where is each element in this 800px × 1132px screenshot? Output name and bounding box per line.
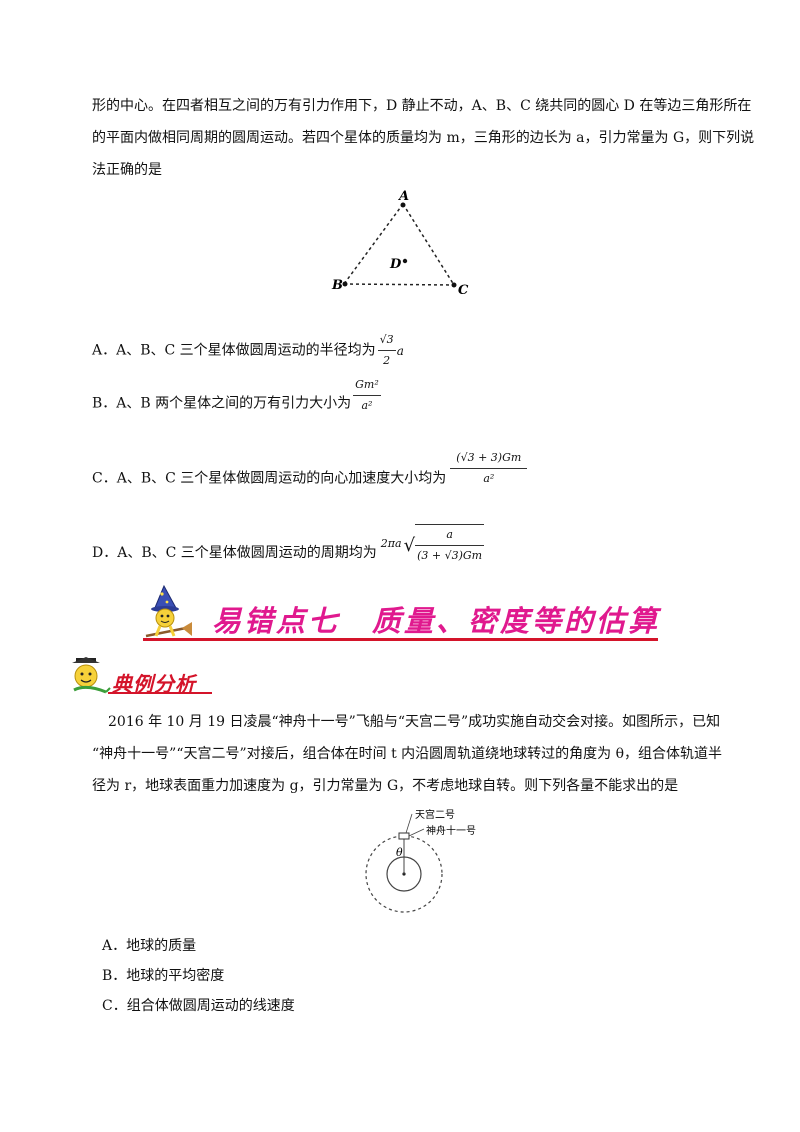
option-c-fraction: (√3 + 3)Gm a²	[450, 448, 528, 489]
option-b-numerator: Gm²	[353, 375, 381, 396]
problem1-line-1: 形的中心。在四者相互之间的万有引力作用下，D 静止不动，A、B、C 绕共同的圆心…	[92, 98, 752, 114]
theta-label: θ	[396, 846, 403, 859]
option-d-denominator: (3 + √3)Gm	[417, 549, 483, 562]
star-c-dot	[451, 282, 457, 288]
wizard-mascot-icon	[145, 584, 192, 638]
option-b-fraction: Gm² a²	[353, 375, 381, 416]
label-tiangong: 天宫二号	[415, 808, 455, 821]
edge-bc	[343, 283, 455, 286]
option-d-prefix: 2πa	[380, 537, 402, 550]
star-a-dot	[400, 202, 406, 208]
option-a-tail: a	[396, 343, 404, 358]
problem1-line-2: 的平面内做相同周期的圆周运动。若四个星体的质量均为 m，三角形的边长为 a，引力…	[92, 130, 755, 146]
label-a: A	[397, 189, 409, 204]
sqrt-sign: √	[403, 535, 416, 556]
option-c-denominator: a²	[483, 472, 495, 485]
option-c-numerator: (√3 + 3)Gm	[450, 448, 528, 469]
option-d-fraction: a (3 + √3)Gm	[415, 524, 485, 566]
option-b-denominator: a²	[361, 399, 373, 412]
section-underline	[108, 692, 212, 694]
star-b-dot	[342, 281, 348, 287]
label-b: B	[331, 278, 343, 293]
star-d-dot	[402, 258, 408, 264]
label-d: D	[389, 257, 402, 272]
problem2-line-3: 径为 r，地球表面重力加速度为 g，引力常量为 G，不考虑地球自转。则下列各量不…	[92, 778, 679, 794]
problem1-line-3: 法正确的是	[92, 162, 162, 178]
option-d: D．A、B、C 三个星体做圆周运动的周期均为2πa√a (3 + √3)Gm	[92, 524, 485, 574]
banner-underline	[143, 638, 658, 641]
pointer-tiangong	[405, 813, 413, 834]
option-a-numerator: √3	[377, 330, 396, 351]
label-shenzhou: 神舟十一号	[426, 824, 476, 837]
problem2-line-2: “神舟十一号”“天宫二号”对接后，组合体在时间 t 内沿圆周轨道绕地球转过的角度…	[92, 746, 723, 762]
orbit-circle	[365, 835, 443, 913]
option-a-denominator: 2	[383, 354, 391, 367]
option-d-text: D．A、B、C 三个星体做圆周运动的周期均为	[92, 545, 377, 561]
option-a-text: A．A、B、C 三个星体做圆周运动的半径均为	[92, 342, 376, 359]
p2-option-a: A．地球的质量	[102, 938, 197, 954]
p2-option-c: C．组合体做圆周运动的线速度	[102, 998, 295, 1014]
edge-ac	[402, 203, 455, 286]
pointer-shenzhou	[408, 828, 425, 837]
banner-title: 易错点七 质量、密度等的估算	[212, 604, 661, 638]
option-c-text: C．A、B、C 三个星体做圆周运动的向心加速度大小均为	[92, 470, 447, 487]
problem2-line-1: 2016 年 10 月 19 日凌晨“神舟十一号”飞船与“天宫二号”成功实施自动…	[108, 714, 721, 730]
p2-option-b: B．地球的平均密度	[102, 968, 225, 984]
edge-ab	[343, 203, 404, 285]
spacecraft	[398, 832, 410, 840]
option-b-text: B．A、B 两个星体之间的万有引力大小为	[92, 395, 352, 412]
triangle-figure: A B C D	[331, 189, 469, 298]
mascot-icon	[72, 657, 111, 694]
orbit-figure: θ 天宫二号 神舟十一号	[365, 808, 476, 913]
option-d-numerator: a	[415, 525, 485, 546]
label-c: C	[458, 283, 469, 298]
option-c: C．A、B、C 三个星体做圆周运动的向心加速度大小均为(√3 + 3)Gm a²	[92, 451, 528, 499]
